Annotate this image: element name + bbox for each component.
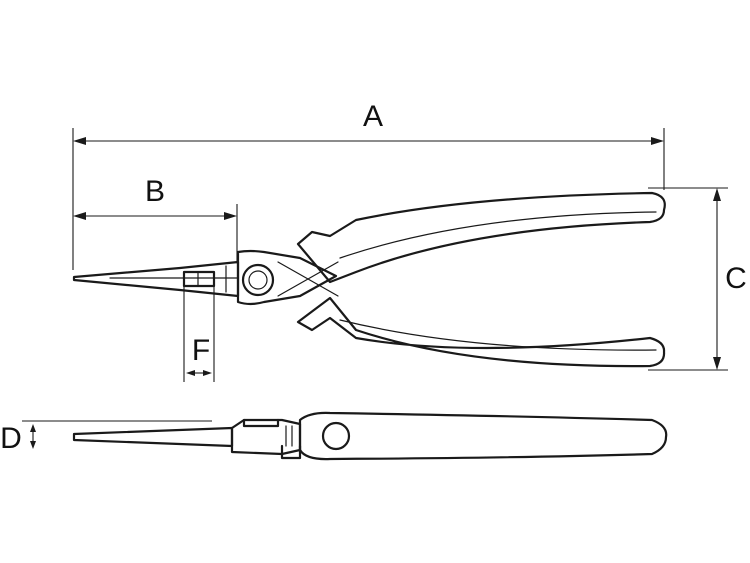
joint-body xyxy=(236,249,338,306)
dimension-b: B xyxy=(73,175,238,262)
upper-handle xyxy=(296,191,666,284)
jaws xyxy=(72,260,240,298)
side-nose xyxy=(72,426,234,448)
side-pivot xyxy=(321,421,351,451)
dim-d-label: D xyxy=(0,422,22,455)
side-joint-top-block xyxy=(242,418,280,428)
side-handle xyxy=(298,411,668,461)
dim-d-arrow-bottom xyxy=(30,441,36,449)
side-joint-lines xyxy=(285,425,293,447)
dim-f-arrow-left xyxy=(186,370,195,376)
upper-handle-inner-line xyxy=(339,211,657,259)
dim-f-arrow-right xyxy=(203,370,212,376)
pliers-side-view xyxy=(72,411,668,461)
dim-a-arrow-right xyxy=(651,137,664,145)
dim-c-label: C xyxy=(725,262,747,295)
pivot-outer xyxy=(241,263,275,297)
lower-handle-inner-line xyxy=(339,319,657,351)
dim-b-label: B xyxy=(145,175,165,208)
dim-c-arrow-top xyxy=(713,188,721,201)
pivot-inner xyxy=(248,270,268,290)
dim-a-label: A xyxy=(363,100,383,133)
dim-d-arrow-top xyxy=(30,424,36,432)
dim-a-arrow-left xyxy=(73,137,86,145)
joint-cross-line-2 xyxy=(277,261,339,297)
dimension-d: D xyxy=(0,420,212,455)
side-joint-bottom-block xyxy=(280,444,302,460)
dimension-c: C xyxy=(648,187,747,371)
dim-b-arrow-right xyxy=(224,212,237,220)
spring-block xyxy=(182,270,216,288)
dim-c-arrow-bottom xyxy=(713,357,721,370)
dim-f-label: F xyxy=(192,334,210,367)
side-joint xyxy=(230,418,302,456)
lower-handle xyxy=(296,296,666,368)
pliers-top-view xyxy=(72,191,666,368)
dim-b-arrow-left xyxy=(73,212,86,220)
dimension-a: A xyxy=(72,100,665,270)
dimension-f: F xyxy=(183,286,215,382)
